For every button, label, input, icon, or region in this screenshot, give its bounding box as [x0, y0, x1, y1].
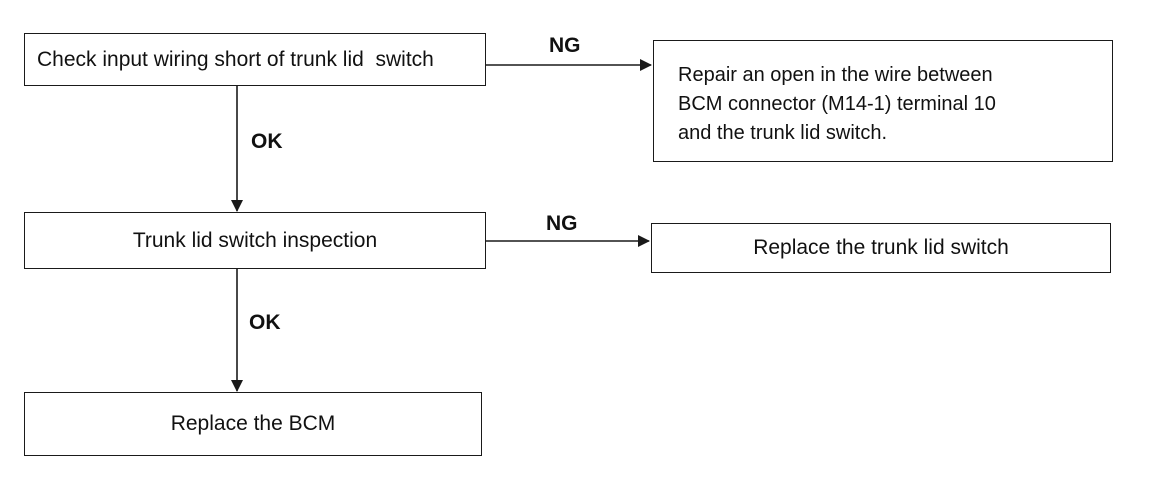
- node-repair-open: Repair an open in the wire between BCM c…: [653, 40, 1113, 162]
- node-check-wiring-text: Check input wiring short of trunk lid sw…: [37, 47, 434, 71]
- node-check-wiring: Check input wiring short of trunk lid sw…: [24, 33, 486, 86]
- edge-label-ok-2: OK: [249, 311, 281, 334]
- node-replace-bcm-text: Replace the BCM: [170, 412, 336, 436]
- edge-label-ok-1: OK: [251, 130, 283, 153]
- edge-label-ng-1: NG: [549, 34, 581, 57]
- node-switch-inspection: Trunk lid switch inspection: [24, 212, 486, 269]
- edge-label-ng-2: NG: [546, 212, 578, 235]
- node-replace-switch: Replace the trunk lid switch: [651, 223, 1111, 273]
- node-replace-bcm: Replace the BCM: [24, 392, 482, 456]
- node-switch-inspection-text: Trunk lid switch inspection: [132, 228, 378, 252]
- node-replace-switch-text: Replace the trunk lid switch: [753, 236, 1009, 260]
- node-repair-open-text: Repair an open in the wire between BCM c…: [678, 64, 996, 144]
